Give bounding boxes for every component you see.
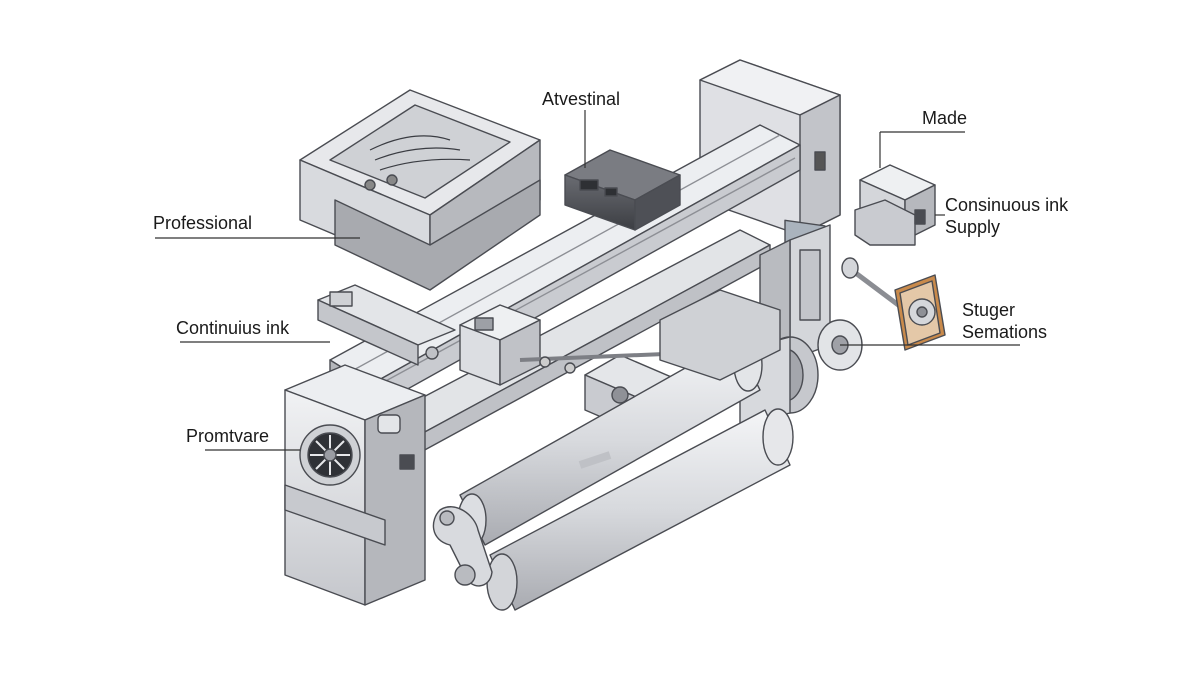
label-atvestinal: Atvestinal xyxy=(542,89,621,109)
left-end-housing xyxy=(284,364,426,606)
orange-mount-plate xyxy=(894,274,946,351)
label-promtvare: Promtvare xyxy=(186,426,270,446)
right-axle xyxy=(817,257,907,371)
middle-carriage-block xyxy=(459,304,541,386)
print-head-carriage xyxy=(564,149,681,231)
label-continuous-ink-supply: Consinuous ink Supply xyxy=(945,195,1069,237)
label-made: Made xyxy=(922,108,968,128)
top-left-tray xyxy=(299,89,541,291)
leader-lines xyxy=(155,110,1020,451)
drive-motor xyxy=(739,336,819,426)
label-continuous-ink: Continuius ink xyxy=(176,318,290,338)
label-professional: Professional xyxy=(153,213,253,233)
crank-arm xyxy=(432,506,493,587)
left-bracket-arm xyxy=(317,284,456,366)
tray-wiring xyxy=(369,135,471,171)
base-block xyxy=(659,289,781,381)
made-component-block xyxy=(854,164,936,246)
label-stuger-semations: Stuger Semations xyxy=(962,300,1048,342)
lower-roller xyxy=(486,408,794,611)
